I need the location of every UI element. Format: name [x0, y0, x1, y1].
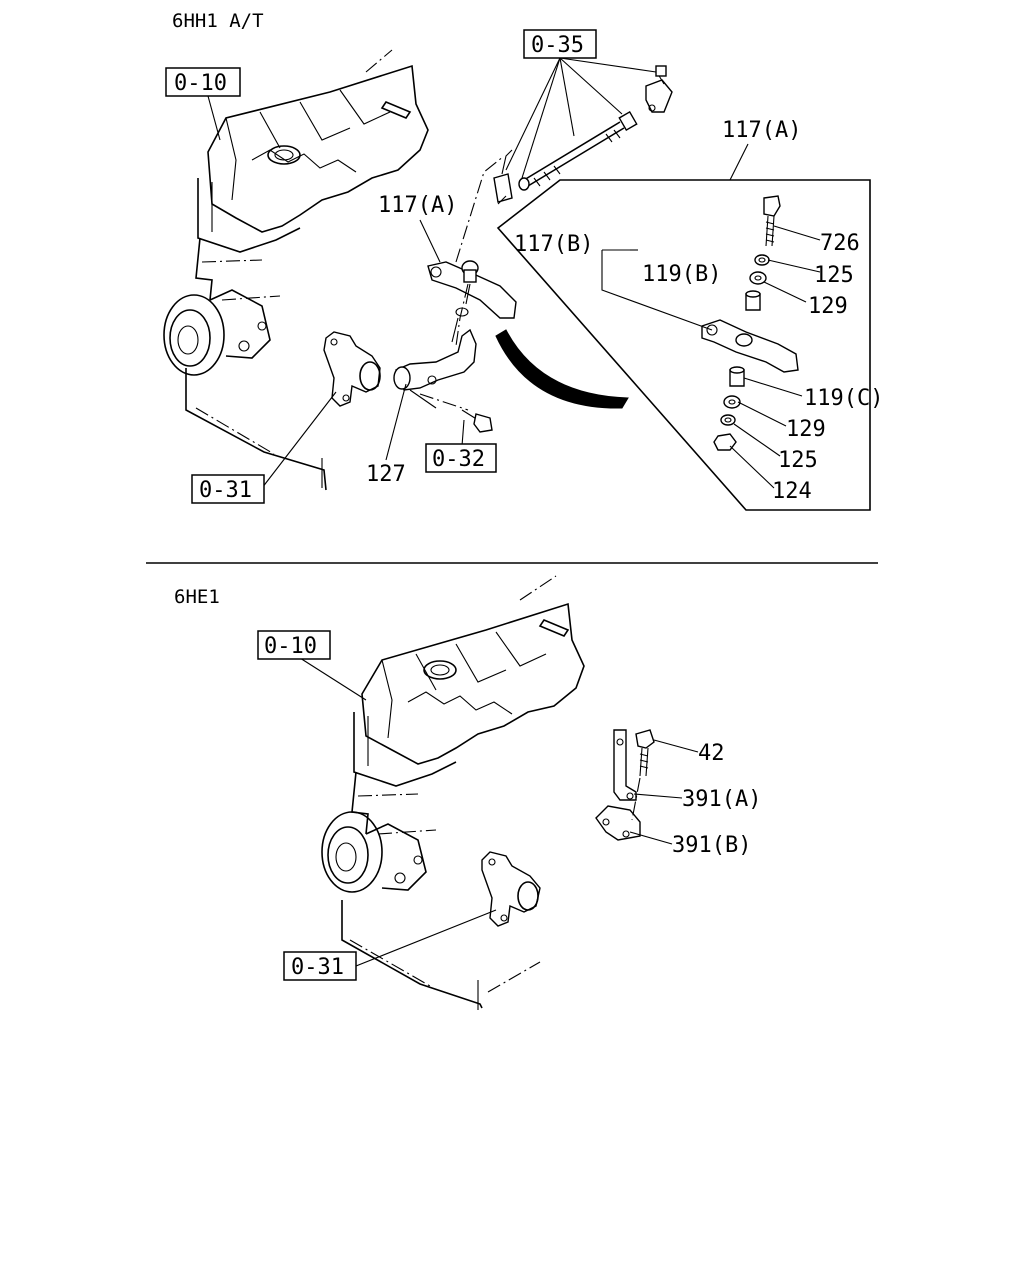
engine-block-bottom: [321, 575, 585, 1010]
label-119b: 119(B): [642, 262, 721, 287]
ref-0-10-bottom: 0-10: [264, 634, 317, 659]
ref-box-0-31-top: [191, 474, 265, 504]
ref-0-31-bottom: 0-31: [291, 955, 344, 980]
bracket-127: [393, 328, 477, 409]
water-outlet-top: [323, 331, 381, 407]
ref-0-31-top: 0-31: [199, 478, 252, 503]
label-117b: 117(B): [514, 232, 593, 257]
leader-lines-bottom: [299, 657, 699, 967]
ref-box-0-10-bottom: [257, 630, 331, 660]
ref-0-35: 0-35: [531, 33, 584, 58]
ref-box-0-35: [523, 29, 597, 59]
label-119c: 119(C): [804, 386, 883, 411]
label-125-b: 125: [778, 448, 818, 473]
section-title-6hh1: 6HH1 A/T: [172, 10, 264, 32]
label-391a: 391(A): [682, 787, 761, 812]
linkage-dash-2: [455, 283, 469, 347]
label-391b: 391(B): [672, 833, 751, 858]
ref-0-32: 0-32: [432, 447, 485, 472]
engine-block-top: [163, 49, 429, 491]
label-129-b: 129: [786, 417, 826, 442]
detail-frame: [496, 179, 871, 511]
ref-0-10-top: 0-10: [174, 71, 227, 96]
control-rod: [493, 65, 673, 205]
bracket-391: [595, 729, 655, 841]
detail-arrow: [495, 329, 629, 409]
label-117a-detail: 117(A): [722, 118, 801, 143]
leader-lines-top: [207, 57, 821, 489]
ref-box-0-32: [425, 443, 497, 473]
section-title-6he1: 6HE1: [174, 586, 220, 608]
ref-box-0-10-top: [165, 67, 241, 97]
lever-117a-installed: [427, 260, 517, 343]
label-117a-main: 117(A): [378, 193, 457, 218]
ref-box-0-31-bottom: [283, 951, 357, 981]
label-726: 726: [820, 231, 860, 256]
label-124: 124: [772, 479, 812, 504]
label-129-a: 129: [808, 294, 848, 319]
label-125-a: 125: [814, 263, 854, 288]
label-127: 127: [366, 462, 406, 487]
linkage-dash-3: [419, 393, 469, 411]
linkage-dash-1: [455, 155, 505, 263]
water-outlet-bottom: [481, 851, 541, 927]
detail-parts: [701, 195, 799, 451]
bolt-0-32: [461, 409, 493, 433]
label-42: 42: [698, 741, 725, 766]
